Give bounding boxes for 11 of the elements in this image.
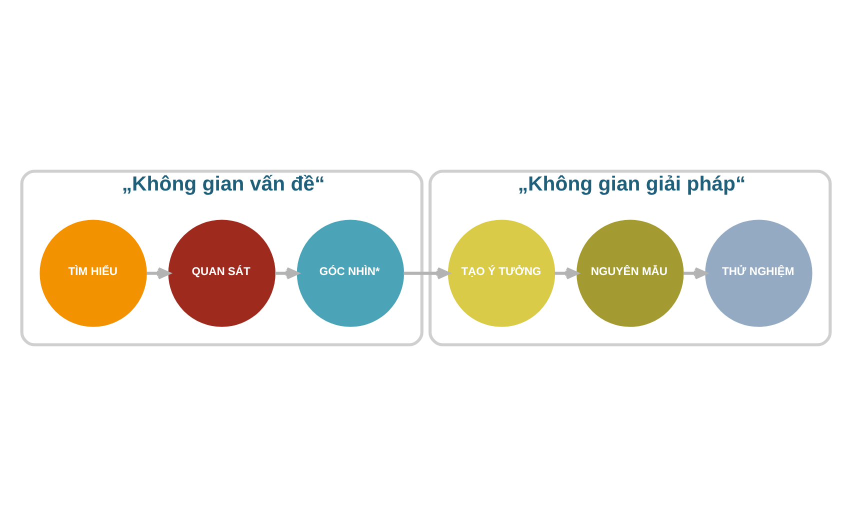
arrow [274,266,298,279]
node-circle: GÓC NHÌN* [296,219,404,326]
node-circle: TẠO Ý TƯỞNG [447,219,555,326]
node-circle: THỬ NGHIỆM [704,219,812,326]
arrow [403,266,450,279]
arrow [682,266,707,279]
arrow [146,266,170,279]
node-circle: NGUYÊN MẪU [576,219,684,326]
node-circle: TÌM HIỂU [39,219,146,326]
arrow [554,266,578,279]
node-circle: QUAN SÁT [168,219,275,326]
